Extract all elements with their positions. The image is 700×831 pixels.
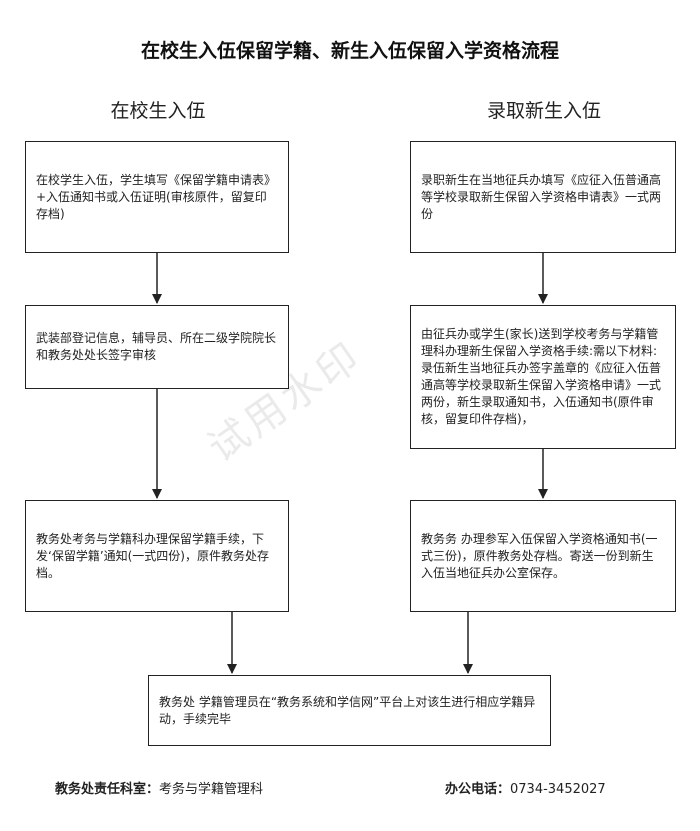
footer-phone-label: 办公电话： <box>445 782 511 797</box>
footer-phone-value: 0734-3452027 <box>510 782 606 797</box>
final-step-box: 教务处 学籍管理员在“教务系统和学信网”平台上对该生进行相应学籍异动，手续完毕 <box>148 675 551 746</box>
step-left-2-box: 武装部登记信息，辅导员、所在二级学院院长和教务处处长签字审核 <box>25 305 289 389</box>
footer-phone: 办公电话：0734-3452027 <box>445 778 606 797</box>
page-title: 在校生入伍保留学籍、新生入伍保留入学资格流程 <box>140 40 559 62</box>
step-right-1-text: 录职新生在当地征兵办填写《应征入伍普通高等学校录取新生保留入学资格申请表》一式两… <box>421 172 662 221</box>
step-left-2-text: 武装部登记信息，辅导员、所在二级学院院长和教务处处长签字审核 <box>36 331 277 362</box>
step-left-1-box: 在校学生入伍，学生填写《保留学籍申请表》+入伍通知书或入伍证明(审核原件，留复印… <box>25 141 289 253</box>
step-left-1-text: 在校学生入伍，学生填写《保留学籍申请表》+入伍通知书或入伍证明(审核原件，留复印… <box>36 172 277 221</box>
footer-dept-value: 考务与学籍管理科 <box>159 782 264 797</box>
step-right-3-box: 教务务 办理参军入伍保留入学资格通知书(一式三份)，原件教务处存档。寄送一份到新… <box>410 500 676 612</box>
step-right-2-box: 由征兵办或学生(家长)送到学校考务与学籍管理科办理新生保留入学资格手续:需以下材… <box>410 305 676 449</box>
step-left-3-box: 教务处考务与学籍科办理保留学籍手续，下发‘保留学籍’通知(一式四份)，原件教务处… <box>25 500 289 612</box>
footer-dept-label: 教务处责任科室： <box>55 782 160 797</box>
step-right-2-text: 由征兵办或学生(家长)送到学校考务与学籍管理科办理新生保留入学资格手续:需以下材… <box>421 327 662 426</box>
step-right-3-text: 教务务 办理参军入伍保留入学资格通知书(一式三份)，原件教务处存档。寄送一份到新… <box>421 531 658 580</box>
left-column-heading: 在校生入伍 <box>110 100 206 122</box>
step-right-1-box: 录职新生在当地征兵办填写《应征入伍普通高等学校录取新生保留入学资格申请表》一式两… <box>410 141 676 253</box>
step-left-3-text: 教务处考务与学籍科办理保留学籍手续，下发‘保留学籍’通知(一式四份)，原件教务处… <box>36 531 269 580</box>
final-step-text: 教务处 学籍管理员在“教务系统和学信网”平台上对该生进行相应学籍异动，手续完毕 <box>159 694 536 726</box>
footer-department: 教务处责任科室：考务与学籍管理科 <box>55 778 263 797</box>
right-column-heading: 录取新生入伍 <box>486 100 601 122</box>
